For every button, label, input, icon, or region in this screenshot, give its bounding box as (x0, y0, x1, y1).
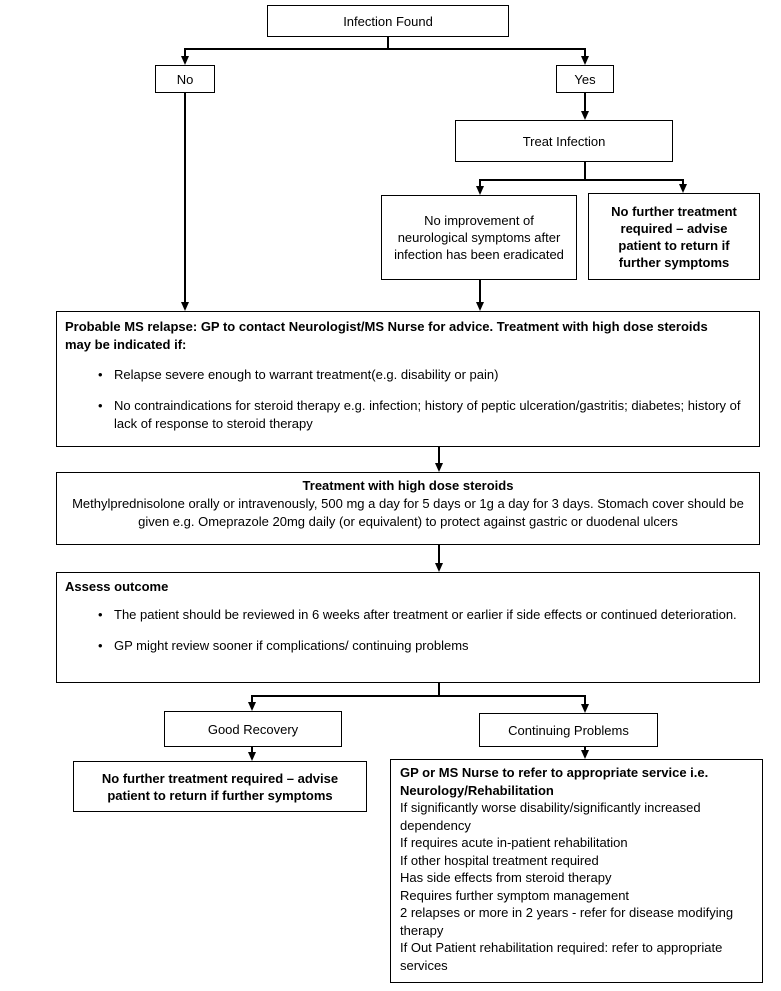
treatment-body: Methylprednisolone orally or intravenous… (72, 496, 744, 529)
arrow-goodrec-to-nofurther (247, 752, 256, 761)
node-assess-outcome: Assess outcome The patient should be rev… (56, 572, 760, 683)
node-infection-found-label: Infection Found (343, 13, 433, 29)
connector-continuing-to-refer-stem (584, 747, 586, 750)
connector-treat-split-stem (584, 162, 586, 179)
arrow-yes-to-treat (580, 111, 589, 120)
arrow-noimp-to-probable (475, 302, 484, 311)
node-no-improvement: No improvement of neurological symptoms … (381, 195, 577, 280)
refer-line-4: Has side effects from steroid therapy (400, 870, 612, 885)
arrow-to-yes (580, 56, 589, 65)
connector-to-yes-stem (584, 48, 586, 56)
node-no-further-treatment-bottom: No further treatment required – advise p… (73, 761, 367, 812)
node-no-improvement-label: No improvement of neurological symptoms … (394, 213, 564, 262)
refer-line-6: 2 relapses or more in 2 years - refer fo… (400, 905, 734, 938)
connector-to-no-further-top-stem (682, 179, 684, 184)
arrow-to-no (180, 56, 189, 65)
node-treatment-steroids: Treatment with high dose steroids Methyl… (56, 472, 760, 545)
refer-line-3: If other hospital treatment required (400, 852, 599, 868)
connector-infection-split-bar (184, 48, 586, 50)
refer-line-2: If requires acute in-patient rehabilitat… (400, 835, 628, 850)
node-no-further-treatment-top-label: No further treatment required – advise p… (611, 203, 737, 270)
connector-noimp-to-probable-stem (479, 280, 481, 302)
node-no-further-treatment-top: No further treatment required – advise p… (588, 193, 760, 280)
assess-bullet-1: The patient should be reviewed in 6 week… (65, 606, 755, 624)
connector-to-good-recovery-stem (251, 695, 253, 702)
connector-yes-to-treat-stem (584, 93, 586, 111)
arrow-continuing-to-refer (580, 750, 589, 759)
arrow-to-good-recovery (247, 702, 256, 711)
node-yes: Yes (556, 65, 614, 93)
connector-no-to-probable-stem (184, 93, 186, 302)
connector-to-no-stem (184, 48, 186, 56)
node-good-recovery-label: Good Recovery (207, 721, 299, 737)
assess-bullet-list: The patient should be reviewed in 6 week… (65, 606, 755, 655)
arrow-no-to-probable (180, 302, 189, 311)
node-treat-infection-label: Treat Infection (522, 133, 606, 149)
node-infection-found: Infection Found (267, 5, 509, 37)
probable-heading-line1: Probable MS relapse: GP to contact Neuro… (65, 319, 708, 334)
probable-bullet-1: Relapse severe enough to warrant treatme… (65, 366, 755, 384)
connector-to-continuing-stem (584, 695, 586, 704)
treatment-heading: Treatment with high dose steroids (302, 478, 514, 493)
connector-treatment-to-assess-stem (438, 545, 440, 563)
refer-line-7: If Out Patient rehabilitation required: … (400, 940, 723, 973)
arrow-treatment-to-assess (434, 563, 443, 572)
node-continuing-problems-label: Continuing Problems (508, 722, 629, 738)
refer-line-5: Requires further symptom management (400, 887, 630, 903)
node-yes-label: Yes (574, 71, 596, 87)
connector-assess-split-bar (251, 695, 586, 697)
node-no-label: No (176, 71, 194, 87)
connector-infection-split-stem (387, 37, 389, 48)
connector-probable-to-treatment-stem (438, 447, 440, 463)
arrow-to-continuing (580, 704, 589, 713)
assess-bullet-2: GP might review sooner if complications/… (65, 637, 755, 655)
assess-heading: Assess outcome (65, 579, 169, 594)
arrow-to-no-further-top (678, 184, 687, 193)
arrow-probable-to-treatment (434, 463, 443, 472)
connector-assess-split-stem (438, 683, 440, 695)
refer-heading: GP or MS Nurse to refer to appropriate s… (400, 765, 709, 798)
probable-bullet-2: No contraindications for steroid therapy… (65, 397, 755, 433)
connector-to-no-improvement-stem (479, 179, 481, 186)
probable-bullet-list: Relapse severe enough to warrant treatme… (65, 366, 755, 433)
node-good-recovery: Good Recovery (164, 711, 342, 747)
connector-goodrec-to-nofurther-stem (251, 747, 253, 752)
node-probable-ms-relapse: Probable MS relapse: GP to contact Neuro… (56, 311, 760, 447)
node-refer-service: GP or MS Nurse to refer to appropriate s… (390, 759, 763, 983)
probable-heading-line2: may be indicated if: (65, 337, 187, 352)
node-no: No (155, 65, 215, 93)
node-treat-infection: Treat Infection (455, 120, 673, 162)
arrow-to-no-improvement (475, 186, 484, 195)
node-continuing-problems: Continuing Problems (479, 713, 658, 747)
node-no-further-treatment-bottom-label: No further treatment required – advise p… (101, 770, 339, 803)
connector-treat-split-bar (479, 179, 684, 181)
refer-line-1: If significantly worse disability/signif… (400, 800, 701, 833)
